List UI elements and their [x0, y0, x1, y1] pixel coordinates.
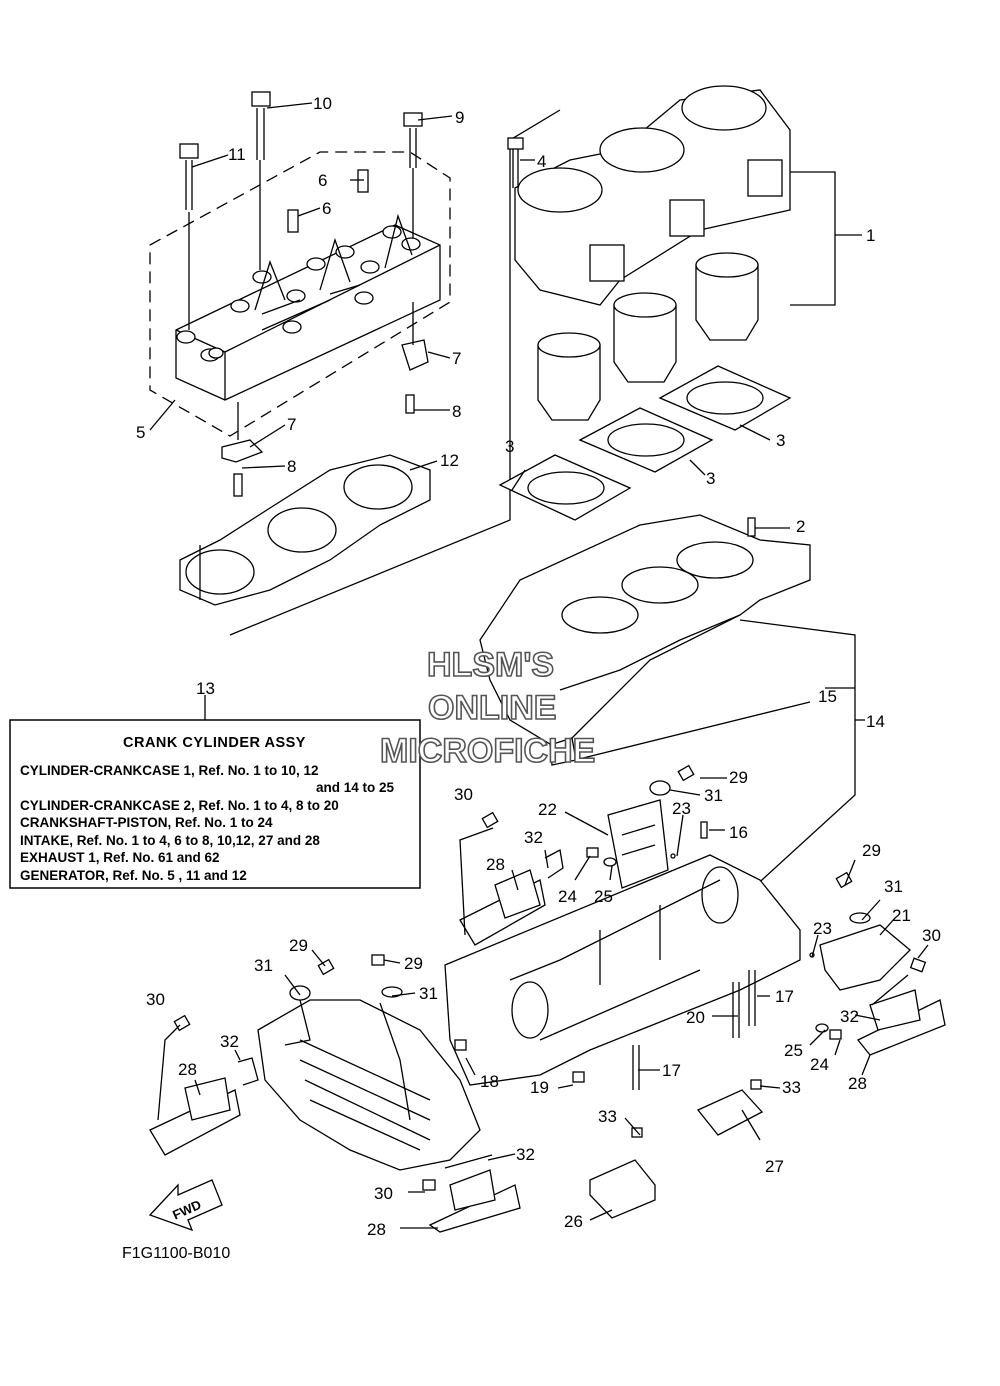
callout-31: 31 — [419, 984, 438, 1003]
callout-21: 21 — [892, 906, 911, 925]
cylinder-head-group — [149, 91, 451, 497]
callout-19: 19 — [530, 1078, 549, 1097]
box-line-3: CYLINDER-CRANKCASE 2, Ref. No. 1 to 4, 8… — [20, 798, 339, 813]
callout-11: 11 — [228, 145, 246, 164]
callout-23: 23 — [672, 799, 691, 818]
callout-25: 25 — [594, 887, 613, 906]
callout-16: 16 — [729, 823, 748, 842]
callout-4: 4 — [537, 152, 546, 171]
engine-mounts — [149, 799, 946, 1233]
callout-24: 24 — [558, 887, 577, 906]
callout-7: 7 — [452, 349, 461, 368]
callout-17: 17 — [662, 1061, 681, 1080]
callout-28: 28 — [486, 855, 505, 874]
callout-15: 15 — [818, 687, 837, 706]
base-gaskets — [498, 365, 792, 521]
callout-25: 25 — [784, 1041, 803, 1060]
callout-29: 29 — [729, 768, 748, 787]
callout-30: 30 — [146, 990, 165, 1009]
box-line-5: INTAKE, Ref. No. 1 to 4, 6 to 8, 10,12, … — [20, 833, 320, 848]
callout-31: 31 — [704, 786, 723, 805]
callout-3: 3 — [706, 469, 715, 488]
callout-8: 8 — [287, 457, 296, 476]
callout-29: 29 — [862, 841, 881, 860]
box-line-6: EXHAUST 1, Ref. No. 61 and 62 — [20, 850, 220, 865]
box-line-4: CRANKSHAFT-PISTON, Ref. No. 1 to 24 — [20, 815, 273, 830]
fasteners — [173, 137, 927, 1191]
callout-26: 26 — [564, 1212, 583, 1231]
callout-30: 30 — [454, 785, 473, 804]
callout-30: 30 — [374, 1184, 393, 1203]
callout-31: 31 — [254, 956, 273, 975]
upper-crankcase — [479, 514, 856, 901]
head-gasket — [179, 454, 431, 606]
box-title: CRANK CYLINDER ASSY — [123, 735, 306, 751]
callout-29: 29 — [404, 954, 423, 973]
callout-32: 32 — [840, 1007, 859, 1026]
callout-33: 33 — [598, 1107, 617, 1126]
callout-31: 31 — [884, 877, 903, 896]
box-line-2: and 14 to 25 — [316, 780, 395, 795]
callout-22: 22 — [538, 800, 557, 819]
box-line-1: CYLINDER-CRANKCASE 1, Ref. No. 1 to 10, … — [20, 763, 319, 778]
callout-12: 12 — [440, 451, 459, 470]
callout-3: 3 — [776, 431, 785, 450]
callout-32: 32 — [524, 828, 543, 847]
callout-30: 30 — [922, 926, 941, 945]
callout-5: 5 — [136, 423, 145, 442]
leader-lines — [149, 102, 929, 1229]
callout-labels: 1 2 3 3 3 4 5 6 6 7 7 8 8 9 10 11 12 13 … — [136, 94, 941, 1239]
figure-code: F1G1100-B010 — [122, 1245, 230, 1262]
callout-32: 32 — [220, 1032, 239, 1051]
callout-29: 29 — [289, 936, 308, 955]
callout-18: 18 — [480, 1072, 499, 1091]
callout-28: 28 — [178, 1060, 197, 1079]
callout-23: 23 — [813, 919, 832, 938]
pistons — [537, 252, 759, 421]
callout-3: 3 — [505, 437, 514, 456]
callout-32: 32 — [516, 1145, 535, 1164]
callout-6: 6 — [322, 199, 331, 218]
lower-crankcase — [444, 854, 801, 1086]
intake-manifold — [257, 999, 481, 1171]
svg-text:HLSM'S: HLSM'S — [427, 646, 554, 684]
callout-14: 14 — [866, 712, 885, 731]
callout-10: 10 — [313, 94, 332, 113]
callout-20: 20 — [686, 1008, 705, 1027]
cylinder-block — [514, 85, 862, 306]
callout-2: 2 — [796, 517, 805, 536]
callout-8: 8 — [452, 402, 461, 421]
callout-33: 33 — [782, 1078, 801, 1097]
svg-text:ONLINE: ONLINE — [428, 689, 556, 727]
callout-1: 1 — [866, 226, 875, 245]
callout-28: 28 — [848, 1074, 867, 1093]
callout-27: 27 — [765, 1157, 784, 1176]
watermark: HLSM'S ONLINE MICROFICHE — [379, 645, 596, 771]
callout-13: 13 — [196, 679, 215, 698]
callout-17: 17 — [775, 987, 794, 1006]
callout-7: 7 — [287, 415, 296, 434]
svg-text:MICROFICHE: MICROFICHE — [380, 732, 595, 770]
callout-24: 24 — [810, 1055, 829, 1074]
callout-6: 6 — [318, 171, 327, 190]
callout-28: 28 — [367, 1220, 386, 1239]
box-line-7: GENERATOR, Ref. No. 5 , 11 and 12 — [20, 868, 247, 883]
callout-9: 9 — [455, 108, 464, 127]
fwd-arrow: FWD — [148, 1179, 223, 1232]
assembly-info-box: CRANK CYLINDER ASSY CYLINDER-CRANKCASE 1… — [9, 719, 421, 889]
